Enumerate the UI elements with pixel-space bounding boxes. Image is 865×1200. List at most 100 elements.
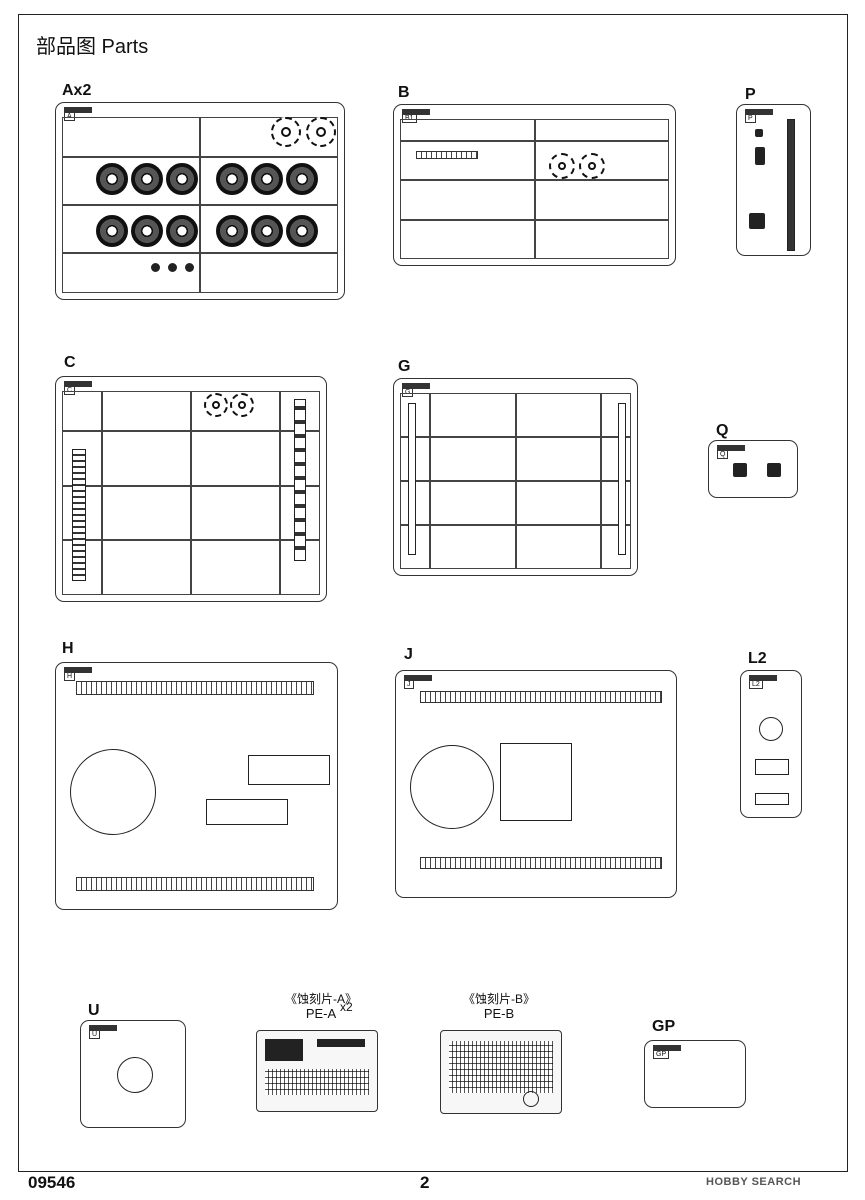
deck-part-icon [248, 755, 330, 785]
fender-part-icon [420, 691, 662, 703]
pe-b-chinese-label: 《蚀刻片-B》 [462, 992, 535, 1006]
sprue-gp-tag [653, 1045, 681, 1051]
page-frame [18, 14, 848, 1172]
sprue-p-label: P [745, 86, 756, 103]
road-wheel-icon [131, 215, 163, 247]
page-title: 部品图 Parts [36, 36, 149, 58]
fender-part-icon [294, 399, 306, 561]
pe-grille-icon [449, 1041, 553, 1093]
sprue-g-label: G [398, 358, 411, 375]
part-icon [755, 793, 789, 805]
sprue-g-frame [400, 393, 631, 569]
sprue-b: B1 [393, 104, 676, 266]
road-wheel-icon [286, 163, 318, 195]
sprue-c: C [55, 376, 327, 602]
sprue-q: Q [708, 440, 798, 498]
sprue-a: A [55, 102, 345, 300]
part-icon [733, 463, 747, 477]
sprue-c-letter: C [64, 386, 76, 395]
sprue-a-frame [62, 117, 338, 293]
sprue-gp-label: GP [652, 1018, 676, 1035]
product-code: 09546 [28, 1173, 76, 1192]
sprue-p-tag [745, 109, 773, 115]
idler-wheel-icon [230, 393, 254, 417]
sprue-u-tag [89, 1025, 117, 1031]
road-wheel-icon [166, 215, 198, 247]
pe-a-fret [256, 1030, 378, 1112]
sprue-h-tag [64, 667, 92, 673]
road-wheel-icon [251, 163, 283, 195]
sprocket-icon [549, 153, 575, 179]
sprue-l2-tag [749, 675, 777, 681]
hull-side-part-icon [76, 681, 314, 695]
pe-part-icon [265, 1039, 303, 1061]
part-icon [755, 147, 765, 165]
sprue-g-letter: G [402, 388, 414, 397]
sprue-j-letter: J [404, 680, 414, 689]
road-wheel-icon [131, 163, 163, 195]
road-wheel-icon [216, 163, 248, 195]
sprue-a-label: Ax2 [62, 82, 92, 99]
part-icon [759, 717, 783, 741]
sprue-h-letter: H [64, 672, 76, 681]
part-icon [749, 213, 765, 229]
pe-a-label: PE-A [305, 1006, 337, 1021]
sprue-u-label: U [88, 1002, 100, 1019]
part-icon [755, 759, 789, 775]
sprue-c-frame [62, 391, 320, 595]
sprue-l2-label: L2 [748, 650, 767, 667]
sprue-u: U [80, 1020, 186, 1128]
sprue-c-tag [64, 381, 92, 387]
sprue-a-tag [64, 107, 92, 113]
part-icon [151, 263, 160, 272]
part-icon [767, 463, 781, 477]
sprocket-icon [271, 117, 301, 147]
road-wheel-icon [251, 215, 283, 247]
sprue-l2: L2 [740, 670, 802, 818]
hub-ring-icon [117, 1057, 153, 1093]
sprue-p: P [736, 104, 811, 256]
sprue-h-label: H [62, 640, 74, 657]
hull-top-part-icon [500, 743, 572, 821]
sprue-gp-letter: GP [653, 1050, 670, 1059]
antenna-part-icon [787, 119, 795, 251]
sprue-b-frame [400, 119, 669, 259]
sprue-h: H [55, 662, 338, 910]
sprue-q-tag [717, 445, 745, 451]
road-wheel-icon [166, 163, 198, 195]
page-number: 2 [420, 1173, 430, 1192]
road-wheel-icon [286, 215, 318, 247]
sprue-j-tag [404, 675, 432, 681]
road-wheel-icon [96, 163, 128, 195]
track-part-icon [416, 151, 478, 159]
pe-grille-icon [265, 1069, 369, 1095]
sprue-b-tag [402, 109, 430, 115]
sprue-q-letter: Q [717, 450, 729, 459]
sprue-l2-letter: L2 [749, 680, 763, 689]
pe-part-icon [523, 1091, 539, 1107]
sprue-u-letter: U [89, 1030, 101, 1039]
part-icon [755, 129, 763, 137]
sprue-g-tag [402, 383, 430, 389]
pe-b-label: PE-B [483, 1006, 515, 1021]
hull-side-part-icon [76, 877, 314, 891]
pe-a-multiplier: x2 [340, 1000, 353, 1014]
sprue-j: J [395, 670, 677, 898]
sprue-b-letter: B1 [402, 114, 417, 123]
sprocket-icon [579, 153, 605, 179]
deck-part-icon [206, 799, 288, 825]
sprue-b-label: B [398, 84, 410, 101]
hull-top-ring-icon [410, 745, 494, 829]
sprue-g: G [393, 378, 638, 576]
watermark: HOBBY SEARCH [706, 1176, 802, 1188]
pe-part-icon [317, 1039, 365, 1047]
sprue-c-label: C [64, 354, 76, 371]
sprue-q-label: Q [716, 422, 729, 439]
road-wheel-icon [96, 215, 128, 247]
sprue-a-letter: A [64, 112, 75, 121]
fender-part-icon [420, 857, 662, 869]
sprue-p-letter: P [745, 114, 756, 123]
sprocket-icon [306, 117, 336, 147]
idler-wheel-icon [204, 393, 228, 417]
rod-part-icon [618, 403, 626, 555]
